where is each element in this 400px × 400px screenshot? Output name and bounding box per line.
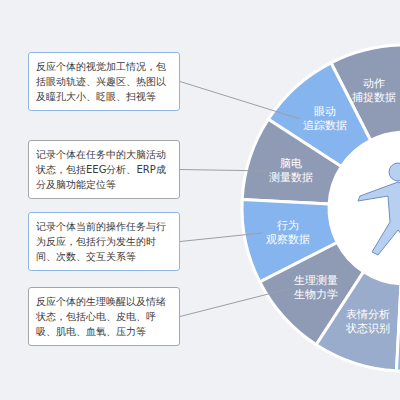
wheel-segments xyxy=(242,45,400,371)
description-box: 记录个体当前的操作任务与行为反应，包括行为发生的时间、次数、交互关系等 xyxy=(28,212,180,271)
wheel-segment-label: 动作 捕捉数据 xyxy=(352,77,396,105)
connector-line xyxy=(180,233,263,242)
segment-title: 动作 捕捉数据 xyxy=(352,77,396,105)
connector-line xyxy=(180,288,291,316)
connector-line xyxy=(180,170,266,171)
center-disc xyxy=(329,132,400,284)
wheel-segment xyxy=(397,276,400,371)
segment-title: 表情分析 状态识别 xyxy=(346,308,390,336)
human-figure xyxy=(358,163,400,255)
wheel-segment-label: 表情分析 状态识别 xyxy=(346,308,390,336)
wheel-segment xyxy=(242,119,341,204)
description-text: 反应个体的生理唤醒以及情绪状态，包括心电、皮电、呼吸、肌电、血氧、压力等 xyxy=(36,294,172,339)
wheel-segment-label: 脑电 测量数据 xyxy=(269,157,313,185)
description-text: 反应个体的视觉加工情况，包括眼动轨迹、兴趣区、热图以及瞳孔大小、眨眼、扫视等 xyxy=(36,59,172,104)
segment-title: 脑电 测量数据 xyxy=(269,157,313,185)
description-text: 记录个体当前的操作任务与行为反应，包括行为发生的时间、次数、交互关系等 xyxy=(36,219,172,264)
connector-line xyxy=(180,82,300,119)
segment-title: 行为 观察数据 xyxy=(266,219,310,247)
segment-title: 眼动 追踪数据 xyxy=(303,105,347,133)
description-box: 反应个体的生理唤醒以及情绪状态，包括心电、皮电、呼吸、肌电、血氧、压力等 xyxy=(28,287,180,346)
wheel-segment-label: 行为 观察数据 xyxy=(266,219,310,247)
segment-title: 生理测量 生物力学 xyxy=(294,274,338,302)
description-box: 反应个体的视觉加工情况，包括眼动轨迹、兴趣区、热图以及瞳孔大小、眨眼、扫视等 xyxy=(28,52,180,111)
wheel-segment-label: 眼动 追踪数据 xyxy=(303,105,347,133)
wheel-segment-label: 生理测量 生物力学 xyxy=(294,274,338,302)
description-box: 记录个体在任务中的大脑活动状态，包括EEG分析、ERP成分及脑功能定位等 xyxy=(28,140,180,199)
description-text: 记录个体在任务中的大脑活动状态，包括EEG分析、ERP成分及脑功能定位等 xyxy=(36,147,172,192)
